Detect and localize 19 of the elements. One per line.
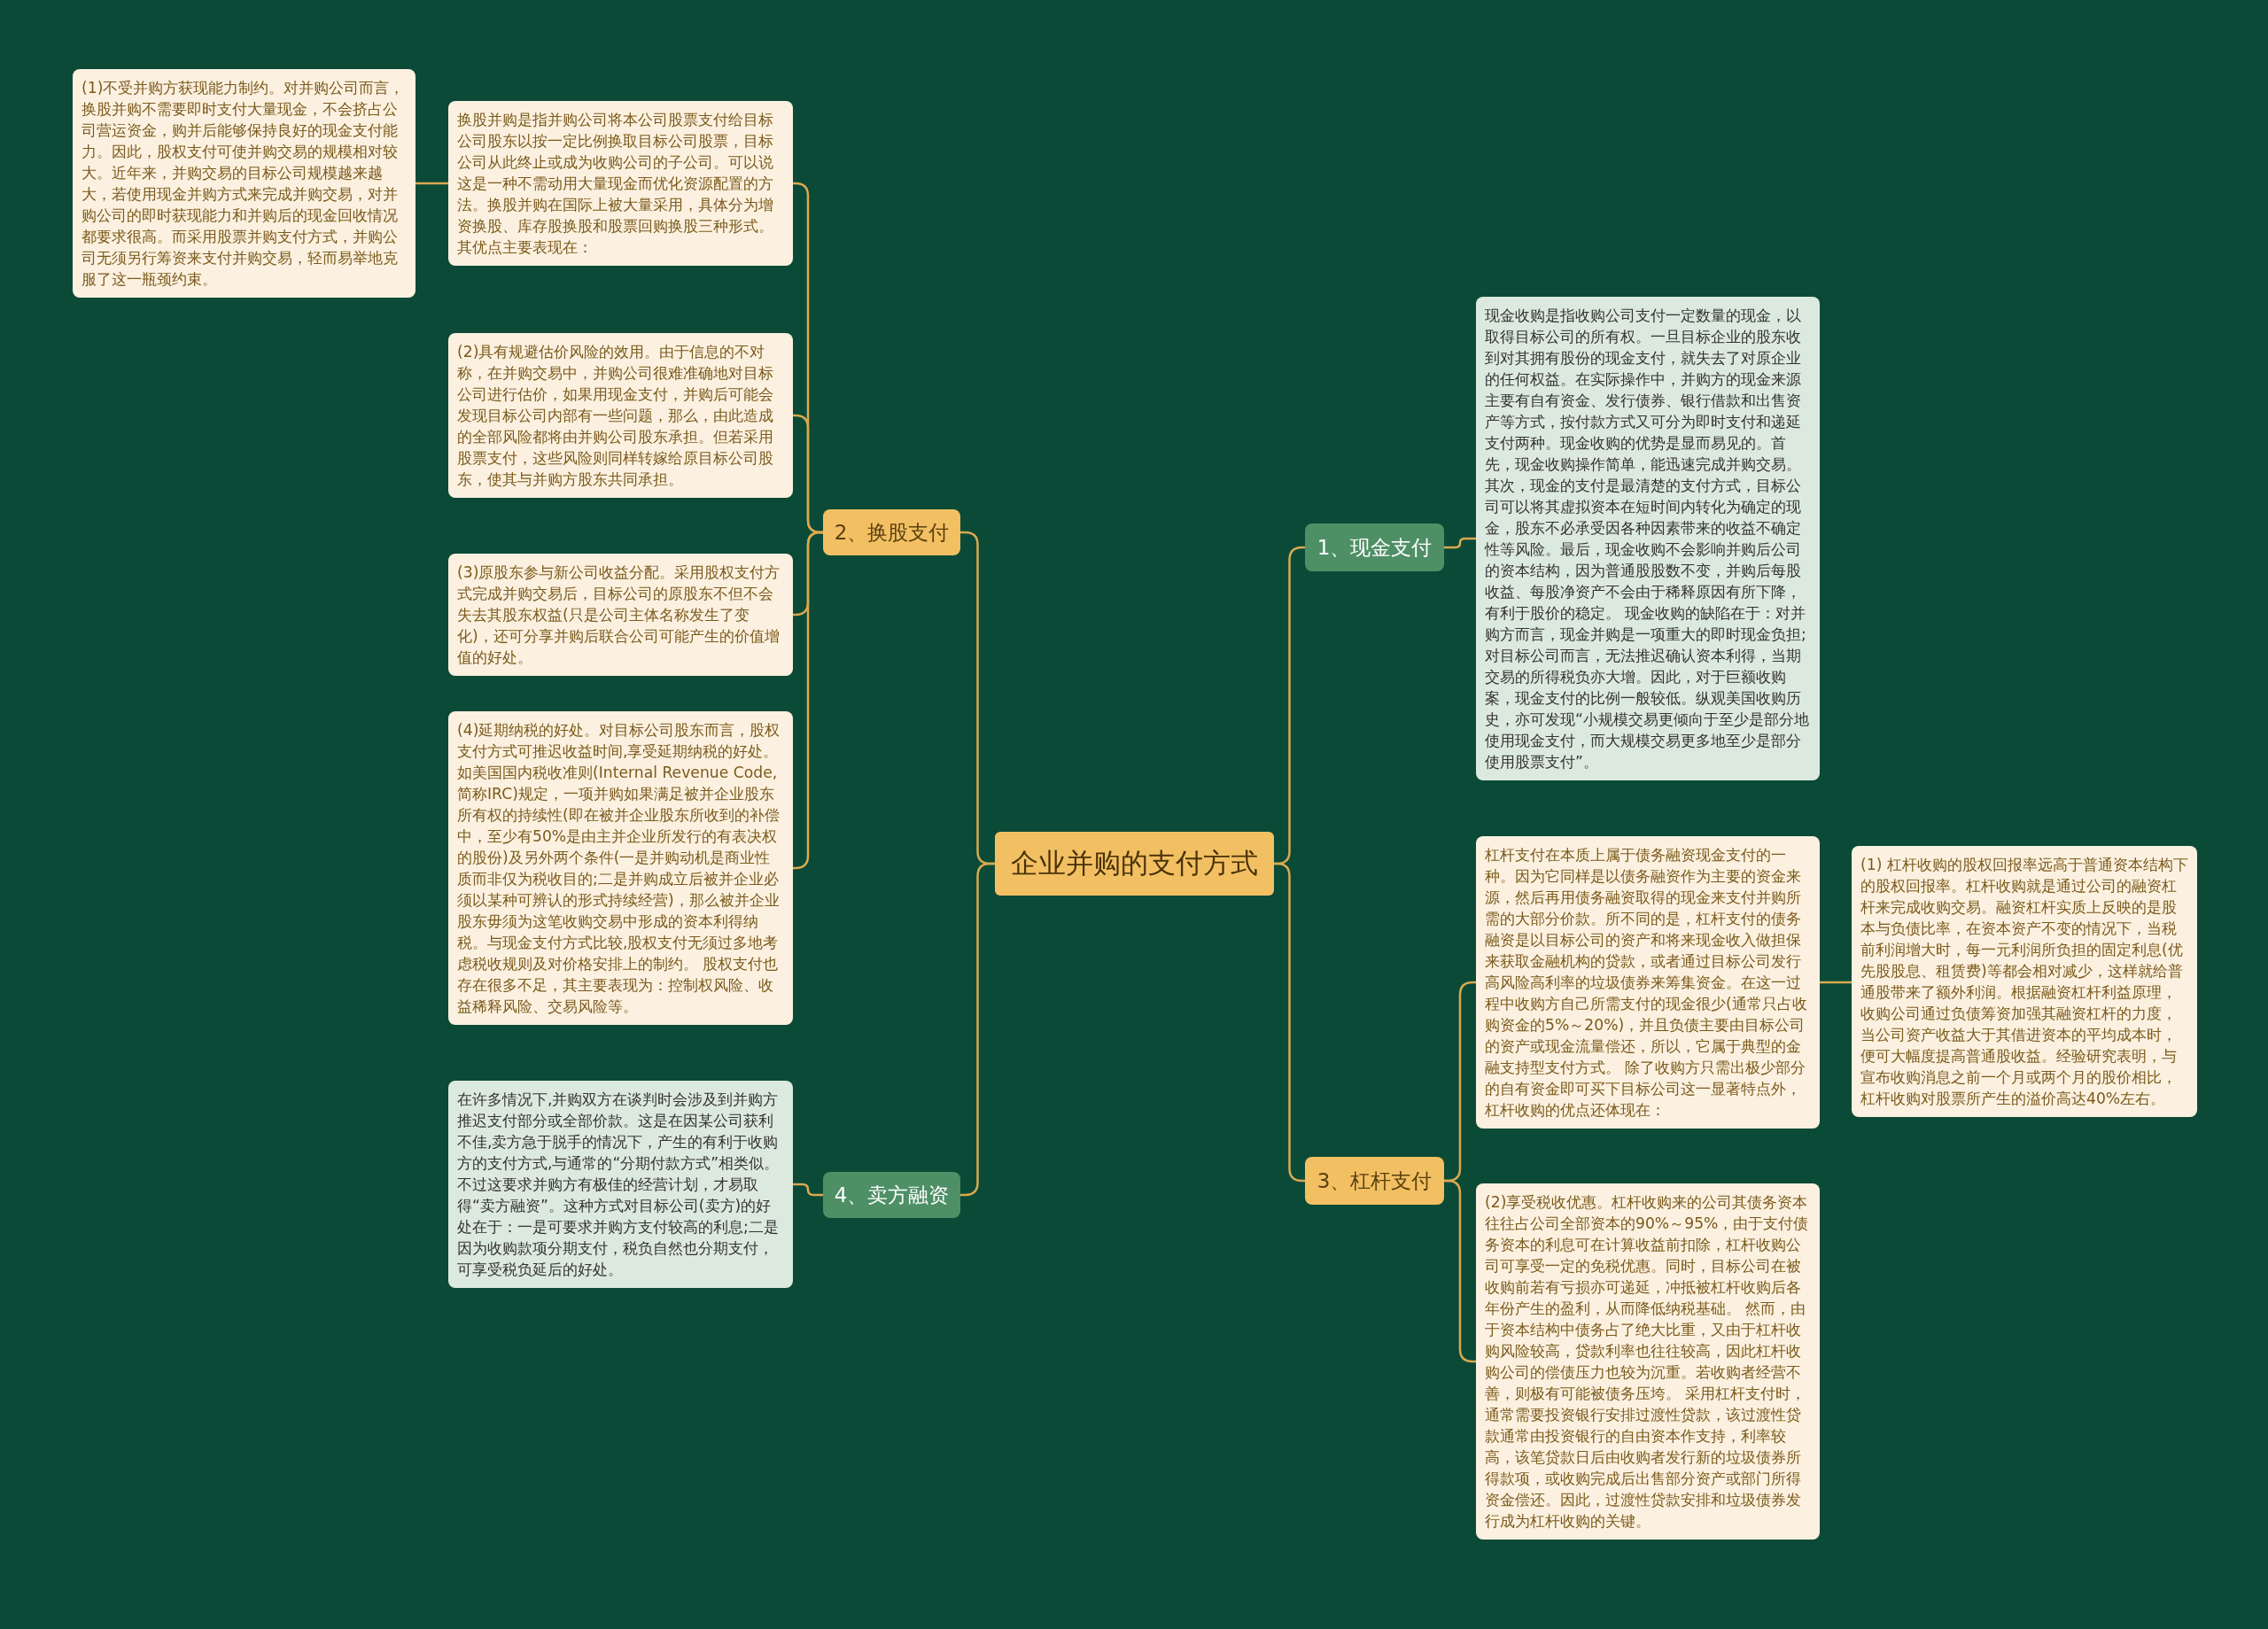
text-card: (4)延期纳税的好处。对目标公司股东而言，股权支付方式可推迟收益时间,享受延期纳税的好处。如美国国内税收准则(Internal Revenue Code,简称IRC)规定，一项并购如果满足被并企业股东所有权的持续性(即在被并企业股东所收到的补偿中，至少有50%是由主并企业所发行的有表决权的股份)及另外两个条件(一是并购动机是商业性质而非仅为税收目的;二是并购成立后被并企业必须以某种可辨认的形式持续经营)，那么被并企业股东毋须为这笔收购交易中形成的资本利得纳税。与现金支付方式比较,股权支付无须过多地考虑税收规则及对价格安排上的制约。 股权支付也存在很多不足，其主要表现为：控制权风险、收益稀释风险、交易风险等。 <box>448 711 793 1025</box>
text-card: 换股并购是指并购公司将本公司股票支付给目标公司股东以按一定比例换取目标公司股票，目标公司从此终止或成为收购公司的子公司。可以说这是一种不需动用大量现金而优化资源配置的方法。换股并购在国际上被大量采用，具体分为增资换股、库存股换股和股票回购换股三种形式。其优点主要表现在： <box>448 101 793 266</box>
branch-box: 2、换股支付 <box>823 509 960 555</box>
connector-line <box>1444 537 1476 549</box>
text-card: 现金收购是指收购公司支付一定数量的现金，以取得目标公司的所有权。一旦目标企业的股东收到对其拥有股份的现金支付，就失去了对原企业的任何权益。在实际操作中，并购方的现金来源主要有自有资金、发行债券、银行借款和出售资产等方式，按付款方式又可分为即时支付和递延支付两种。现金收购的优势是显而易见的。首先，现金收购操作简单，能迅速完成并购交易。其次，现金的支付是最清楚的支付方式，目标公司可以将其虚拟资本在短时间内转化为确定的现金，股东不必承受因各种因素带来的收益不确定性等风险。最后，现金收购不会影响并购后公司的资本结构，因为普通股股数不变，并购后每股收益、每股净资产不会由于稀释原因有所下降，有利于股价的稳定。 现金收购的缺陷在于：对并购方而言，现金并购是一项重大的即时现金负担;对目标公司而言，无法推迟确认资本利得，当期交易的所得税负亦大增。因此，对于巨额收购案，现金支付的比例一般较低。纵观美国收购历史，亦可发现“小规模交易更倾向于至少是部分地使用现金支付，而大规模交易更多地至少是部分使用股票支付”。 <box>1476 297 1820 780</box>
central-topic-box: 企业并购的支付方式 <box>995 832 1274 896</box>
text-card: 在许多情况下,并购双方在谈判时会涉及到并购方推迟支付部分或全部价款。这是在因某公司获利不佳,卖方急于脱手的情况下，产生的有利于收购方的支付方式,与通常的“分期付款方式”相类似。不过这要求并购方有极佳的经营计划，才易取得“卖方融资”。这种方式对目标公司(卖方)的好处在于：一是可要求并购方支付较高的利息;二是因为收购款项分期支付，税负自然也分期支付，可享受税负延后的好处。 <box>448 1081 793 1288</box>
text-card: (1) 杠杆收购的股权回报率远高于普通资本结构下的股权回报率。杠杆收购就是通过公司的融资杠杆来完成收购交易。融资杠杆实质上反映的是股本与负债比率，在资本资产不变的情况下，当税前利润增大时，每一元利润所负担的固定利息(优先股股息、租赁费)等都会相对减少，这样就给普通股带来了额外利润。根据融资杠杆利益原理，收购公司通过负债筹资加强其融资杠杆的力度，当公司资产收益大于其借进资本的平均成本时，便可大幅度提高普通股收益。经验研究表明，与宣布收购消息之前一个月或两个月的股价相比，杠杆收购对股票所产生的溢价高达40%左右。 <box>1852 846 2197 1117</box>
branch-box: 1、现金支付 <box>1305 524 1444 571</box>
text-card: (2)具有规避估价风险的效用。由于信息的不对称，在并购交易中，并购公司很难准确地对目标公司进行估价，如果用现金支付，并购后可能会发现目标公司内部有一些问题，那么，由此造成的全部风险都将由并购公司股东承担。但若采用股票支付，这些风险则同样转嫁给原目标公司股东，使其与并购方股东共同承担。 <box>448 333 793 498</box>
branch-box: 3、杠杆支付 <box>1305 1157 1444 1205</box>
text-card: 杠杆支付在本质上属于债务融资现金支付的一种。因为它同样是以债务融资作为主要的资金来源，然后再用债务融资取得的现金来支付并购所需的大部分价款。所不同的是，杠杆支付的债务融资是以目标公司的资产和将来现金收入做担保来获取金融机构的贷款，或者通过目标公司发行高风险高利率的垃圾债券来筹集资金。在这一过程中收购方自己所需支付的现金很少(通常只占收购资金的5%～20%)，并且负债主要由目标公司的资产或现金流量偿还，所以，它属于典型的金融支持型支付方式。 除了收购方只需出极少部分的自有资金即可买下目标公司这一显著特点外，杠杆收购的优点还体现在： <box>1476 836 1820 1129</box>
connector-line <box>793 1183 823 1197</box>
branch-box: 4、卖方融资 <box>823 1172 960 1218</box>
connector-line <box>416 182 448 185</box>
connector-line <box>1820 981 1852 984</box>
text-card: (2)享受税收优惠。杠杆收购来的公司其债务资本往往占公司全部资本的90%～95%，由于支付债务资本的利息可在计算收益前扣除，杠杆收购公司可享受一定的免税优惠。同时，目标公司在被收购前若有亏损亦可递延，冲抵被杠杆收购后各年份产生的盈利，从而降低纳税基础。 然而，由于资本结构中债务占了绝大比重，又由于杠杆收购风险较高，贷款利率也往往较高，因此杠杆收购公司的偿债压力也较为沉重。若收购者经营不善，则极有可能被债务压垮。 采用杠杆支付时，通常需要投资银行安排过渡性贷款，该过渡性贷款通常由投资银行的自由资本作支持，利率较高，该笔贷款日后由收购者发行新的垃圾债券所得款项，或收购完成后出售部分资产或部门所得资金偿还。因此，过渡性贷款安排和垃圾债券发行成为杠杆收购的关键。 <box>1476 1183 1820 1540</box>
text-card: (3)原股东参与新公司收益分配。采用股权支付方式完成并购交易后，目标公司的原股东不但不会失去其股东权益(只是公司主体名称发生了变化)，还可分享并购后联合公司可能产生的价值增值的好处。 <box>448 554 793 676</box>
text-card: (1)不受并购方获现能力制约。对并购公司而言，换股并购不需要即时支付大量现金，不会挤占公司营运资金，购并后能够保持良好的现金支付能力。因此，股权支付可使并购交易的规模相对较大。近年来，并购交易的目标公司规模越来越大，若使用现金并购方式来完成并购交易，对并购公司的即时获现能力和并购后的现金回收情况都要求很高。而采用股票并购支付方式，并购公司无须另行筹资来支付并购交易，轻而易举地克服了这一瓶颈约束。 <box>73 69 416 298</box>
